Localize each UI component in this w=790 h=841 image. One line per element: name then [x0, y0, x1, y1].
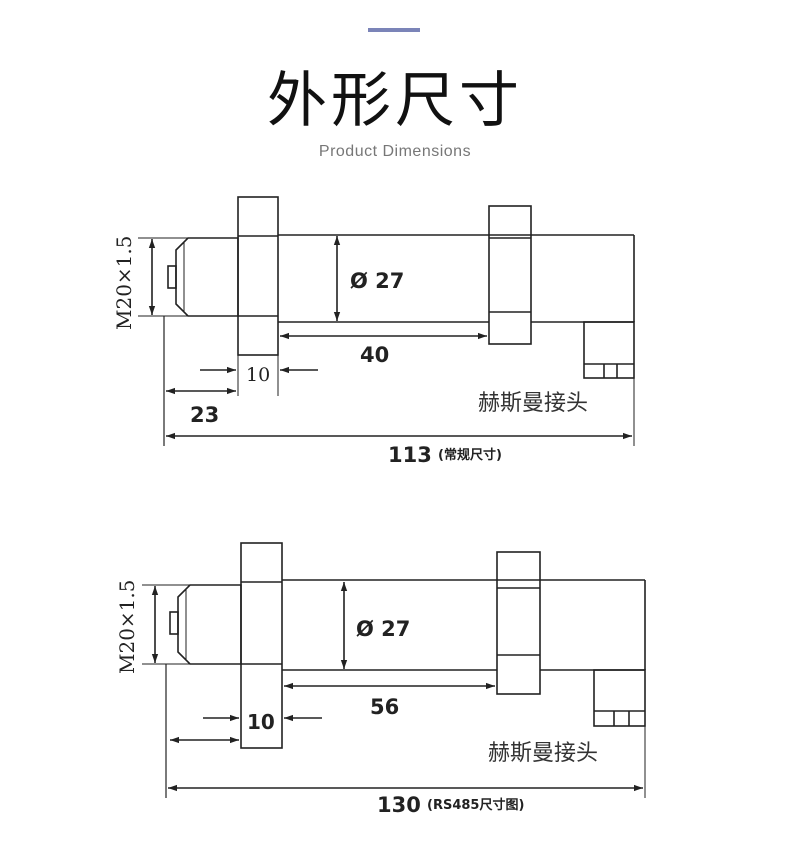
nut-width-label-1: 10 [246, 364, 270, 386]
thread-label-1: M20×1.5 [112, 236, 136, 331]
page-subtitle: Product Dimensions [318, 143, 472, 160]
drawing-rs485 [142, 542, 646, 798]
connector-block [593, 669, 646, 727]
hex-nut-1 [237, 196, 279, 356]
thread-label-2: M20×1.5 [115, 580, 139, 675]
total-length-label-1: 113 [388, 443, 432, 467]
total-note-label-1: (常规尺寸) [438, 447, 502, 463]
thread-fitting [177, 584, 242, 665]
total-note-label-2: (RS485尺寸图) [427, 797, 524, 813]
hex-nut-2 [488, 205, 532, 345]
total-length-label-2: 130 [377, 793, 421, 817]
connector-label-2: 赫斯曼接头 [488, 741, 598, 766]
hex-nut-1 [240, 542, 283, 749]
accent-bar [368, 28, 420, 32]
front-length-label-1: 23 [190, 403, 219, 427]
length-label-1: 40 [360, 343, 389, 367]
hex-nut-2 [496, 551, 541, 695]
diameter-label-1: Ø 27 [350, 269, 404, 293]
page-title: 外形尺寸 [267, 66, 523, 136]
drawing-standard [138, 196, 635, 446]
thread-fitting [175, 237, 239, 317]
diameter-label-2: Ø 27 [356, 617, 410, 641]
nut-width-label-2: 10 [247, 710, 275, 734]
length-label-2: 56 [370, 695, 399, 719]
connector-label-1: 赫斯曼接头 [478, 391, 588, 416]
connector-block [583, 321, 635, 379]
